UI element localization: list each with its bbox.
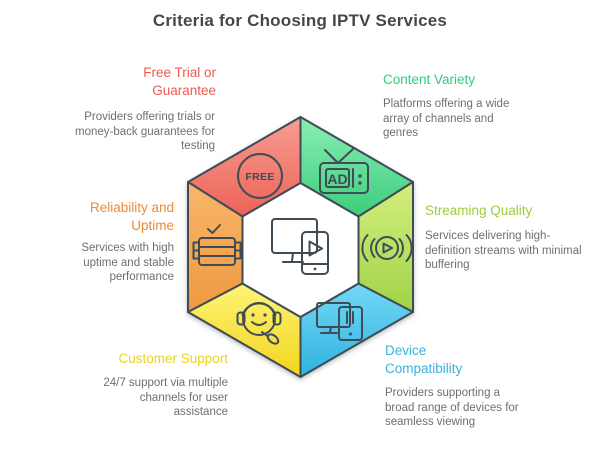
description-reliability-uptime: Services with high uptime and stable per… (81, 242, 174, 284)
description-streaming-quality: Services delivering high-definition stre… (425, 230, 582, 272)
screen-mirroring-play-icon (271, 218, 329, 275)
heading-customer-support: Customer Support (118, 351, 228, 366)
support-agent-icon (236, 302, 282, 345)
broadcast-play-icon (361, 234, 413, 262)
heading-device-compatibility: Device Compatibility (385, 343, 463, 376)
free-stamp-icon: FREE (237, 153, 283, 199)
multi-device-icon (316, 302, 363, 341)
tv-ad-icon: AD (319, 148, 369, 194)
description-device-compatibility: Providers supporting a broad range of de… (385, 387, 519, 429)
heading-streaming-quality: Streaming Quality (425, 203, 533, 218)
page-title: Criteria for Choosing IPTV Services (152, 11, 448, 30)
tv-screen-label: AD (327, 171, 347, 187)
heading-content-variety: Content Variety (383, 72, 476, 87)
description-free-trial: Providers offering trials or money-back … (75, 111, 215, 153)
heading-reliability-uptime: Reliability and Uptime (89, 200, 174, 233)
server-check-icon (192, 224, 242, 266)
description-customer-support: 24/7 support via multiple channels for u… (103, 377, 228, 419)
free-stamp-label: FREE (245, 171, 274, 183)
heading-free-trial: Free Trial or Guarantee (143, 65, 216, 98)
center-hexagon (241, 182, 360, 318)
description-content-variety: Platforms offering a wide array of chann… (383, 98, 510, 140)
